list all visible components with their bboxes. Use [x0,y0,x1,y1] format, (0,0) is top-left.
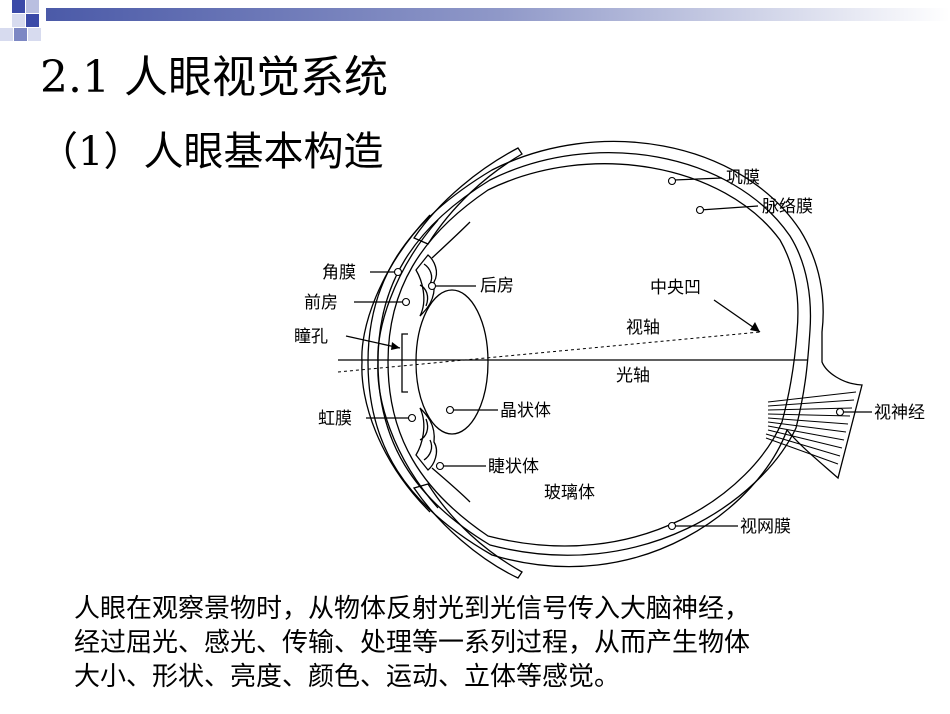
retina-line [387,163,799,547]
deco-square-3 [26,14,39,27]
label-optic-nerve: 视神经 [874,403,925,423]
marker-anterior [401,297,411,307]
label-vitreous-body: 玻璃体 [544,483,595,503]
iris-upper-detail [419,263,433,307]
lower-lid [412,483,523,579]
leader-choroid [699,205,759,211]
deco-square-5 [0,28,13,41]
slide-subtitle: （1）人眼基本构造 [38,129,384,175]
label-sclera: 巩膜 [726,168,760,188]
marker-sclera [667,176,677,186]
description-paragraph: 人眼在观察景物时，从物体反射光到光信号传入大脑神经， 经过屈光、感光、传输、处理… [74,592,934,694]
deco-square-6 [14,28,27,41]
optic-nerve-fibres [765,391,857,465]
label-optical-axis: 光轴 [616,366,650,386]
ciliary-lower [431,467,471,503]
leader-pupil [345,335,401,349]
label-pupil: 瞳孔 [294,327,328,347]
header-decoration [0,0,950,41]
iris-upper [415,254,438,317]
iris-lower [415,407,438,471]
marker-choroid [695,205,705,215]
ciliary-upper [431,221,471,259]
marker-posterior [427,281,437,291]
label-fovea: 中央凹 [650,278,701,298]
sclera-outer [367,140,863,568]
label-posterior-chamber: 后房 [480,276,514,296]
marker-cornea [393,267,403,277]
cornea-outer [361,214,431,513]
eye-diagram: 巩膜 脉络膜 角膜 前房 后房 瞳孔 中央凹 视轴 光轴 虹膜 晶状体 视神经 … [294,140,925,579]
deco-square-7 [28,28,41,41]
label-lens: 晶状体 [500,401,551,421]
label-retina: 视网膜 [740,517,791,537]
marker-ciliary [435,461,445,471]
pupil-bracket [401,333,408,393]
pupil-arrow [391,342,400,350]
marker-lens [445,405,455,415]
label-cornea: 角膜 [322,263,356,283]
upper-lid [413,147,523,245]
header-bar [46,8,950,21]
iris-lower-detail [419,418,433,461]
label-choroid: 脉络膜 [762,197,813,217]
cornea-inner [377,219,439,509]
leader-sclera [673,177,723,181]
marker-optic-nerve [835,407,845,417]
label-anterior-chamber: 前房 [304,293,338,313]
label-visual-axis: 视轴 [626,318,660,338]
lens [415,289,489,435]
marker-iris [407,413,417,423]
fovea-arrow [750,322,760,332]
label-iris: 虹膜 [318,409,352,429]
description-line-2: 经过屈光、感光、传输、处理等一系列过程，从而产生物体 [74,628,751,658]
deco-square-4 [12,14,25,27]
marker-retina [667,521,677,531]
slide-title: 2.1 人眼视觉系统 [40,52,388,103]
description-line-3: 大小、形状、亮度、颜色、运动、立体等感觉。 [74,662,621,692]
visual-axis-line [337,331,761,373]
label-ciliary-body: 睫状体 [488,457,539,477]
description-line-1: 人眼在观察景物时，从物体反射光到光信号传入大脑神经， [74,594,751,624]
deco-square-2 [26,0,39,13]
deco-square-1 [12,0,25,13]
